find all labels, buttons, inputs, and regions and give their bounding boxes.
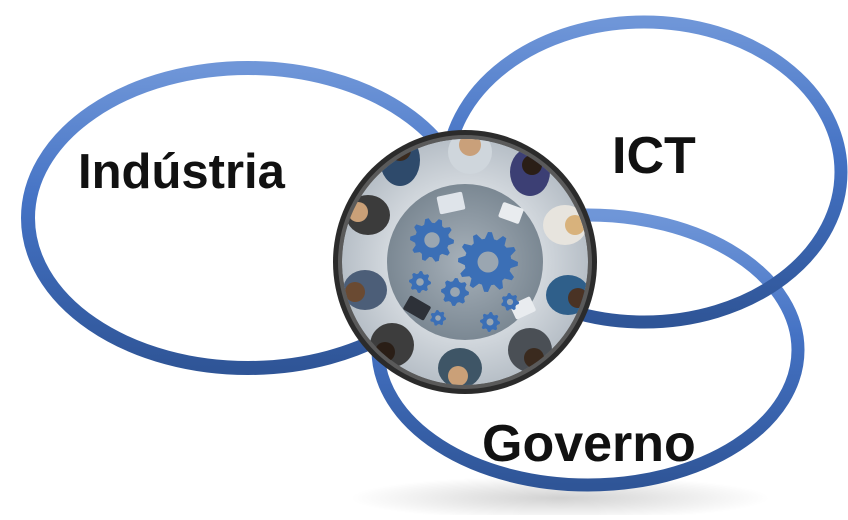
gear-hole: [424, 232, 440, 248]
gears-group: [409, 218, 519, 332]
industria-label: Indústria: [78, 145, 285, 199]
floor-shadow: [350, 476, 770, 520]
person-head: [345, 282, 365, 302]
ict-label: ICT: [612, 127, 696, 185]
person-head: [459, 139, 481, 156]
governo-label: Governo: [482, 415, 696, 473]
center-photo: [333, 130, 597, 394]
gear-hole: [506, 298, 514, 306]
person-head: [448, 366, 468, 385]
gear-hole: [416, 278, 424, 286]
person-head: [565, 215, 585, 235]
paper-icon: [498, 202, 524, 224]
gear-hole: [486, 318, 494, 326]
tablet-icon: [403, 295, 431, 321]
gear-hole: [435, 315, 441, 321]
gear-hole: [450, 287, 460, 297]
laptop-icon: [436, 191, 466, 215]
gear-hole: [477, 251, 499, 273]
